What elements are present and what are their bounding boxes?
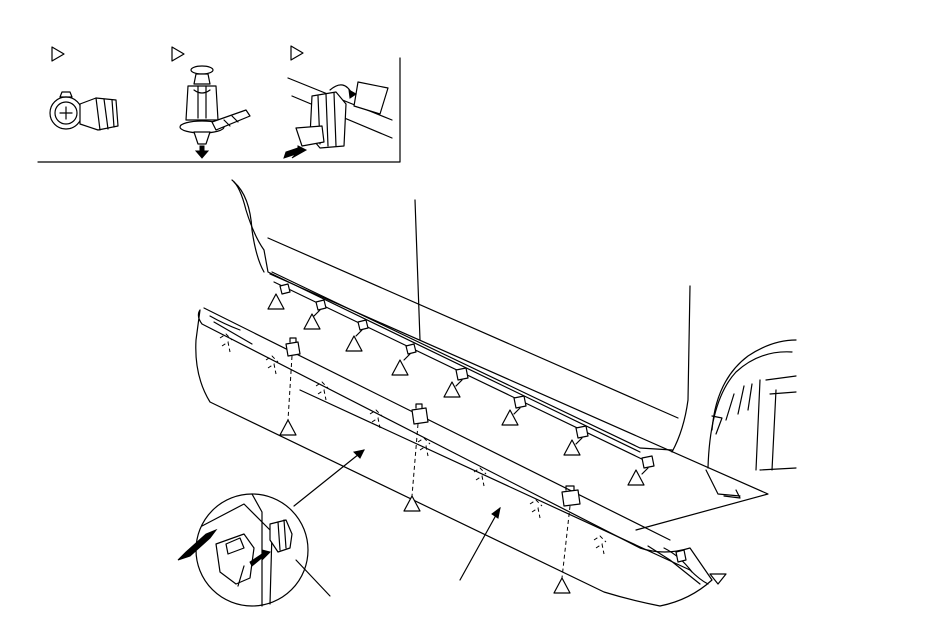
garnish-clip-2 [403,403,429,512]
pin-clip-icon [179,65,251,159]
legend-item-retainer-clip [283,45,393,159]
retainer-clip-icon [283,77,393,159]
garnish-clip-1 [279,337,301,436]
body-clip-7 [563,425,589,456]
body-clip-1 [267,283,291,310]
body-clip-markers [267,283,655,486]
body-clip-5 [443,367,469,398]
clip-legend-box [37,45,401,163]
side-sill-garnish [195,307,713,607]
clip-legend-symbol [290,45,304,61]
legend-item-push-clip [49,46,119,131]
body-clip-4 [391,343,417,376]
garnish-clip-markers [279,337,727,594]
clip-legend-symbol [51,46,65,62]
garnish-clip-marks [219,333,607,555]
body-clip-3 [345,319,369,352]
clip-legend-symbol [171,46,185,62]
rear-wheel-arch [705,339,797,499]
legend-item-pin-clip [171,46,251,159]
garnish-clip-3 [553,485,581,594]
push-clip-icon [49,91,119,131]
clip-removal-detail [177,449,365,607]
garnish-clip-4 [675,549,727,585]
body-clip-8 [627,455,655,486]
body-clip-6 [501,395,527,426]
garnish-leader-line [459,506,501,581]
body-clip-2 [303,299,327,330]
